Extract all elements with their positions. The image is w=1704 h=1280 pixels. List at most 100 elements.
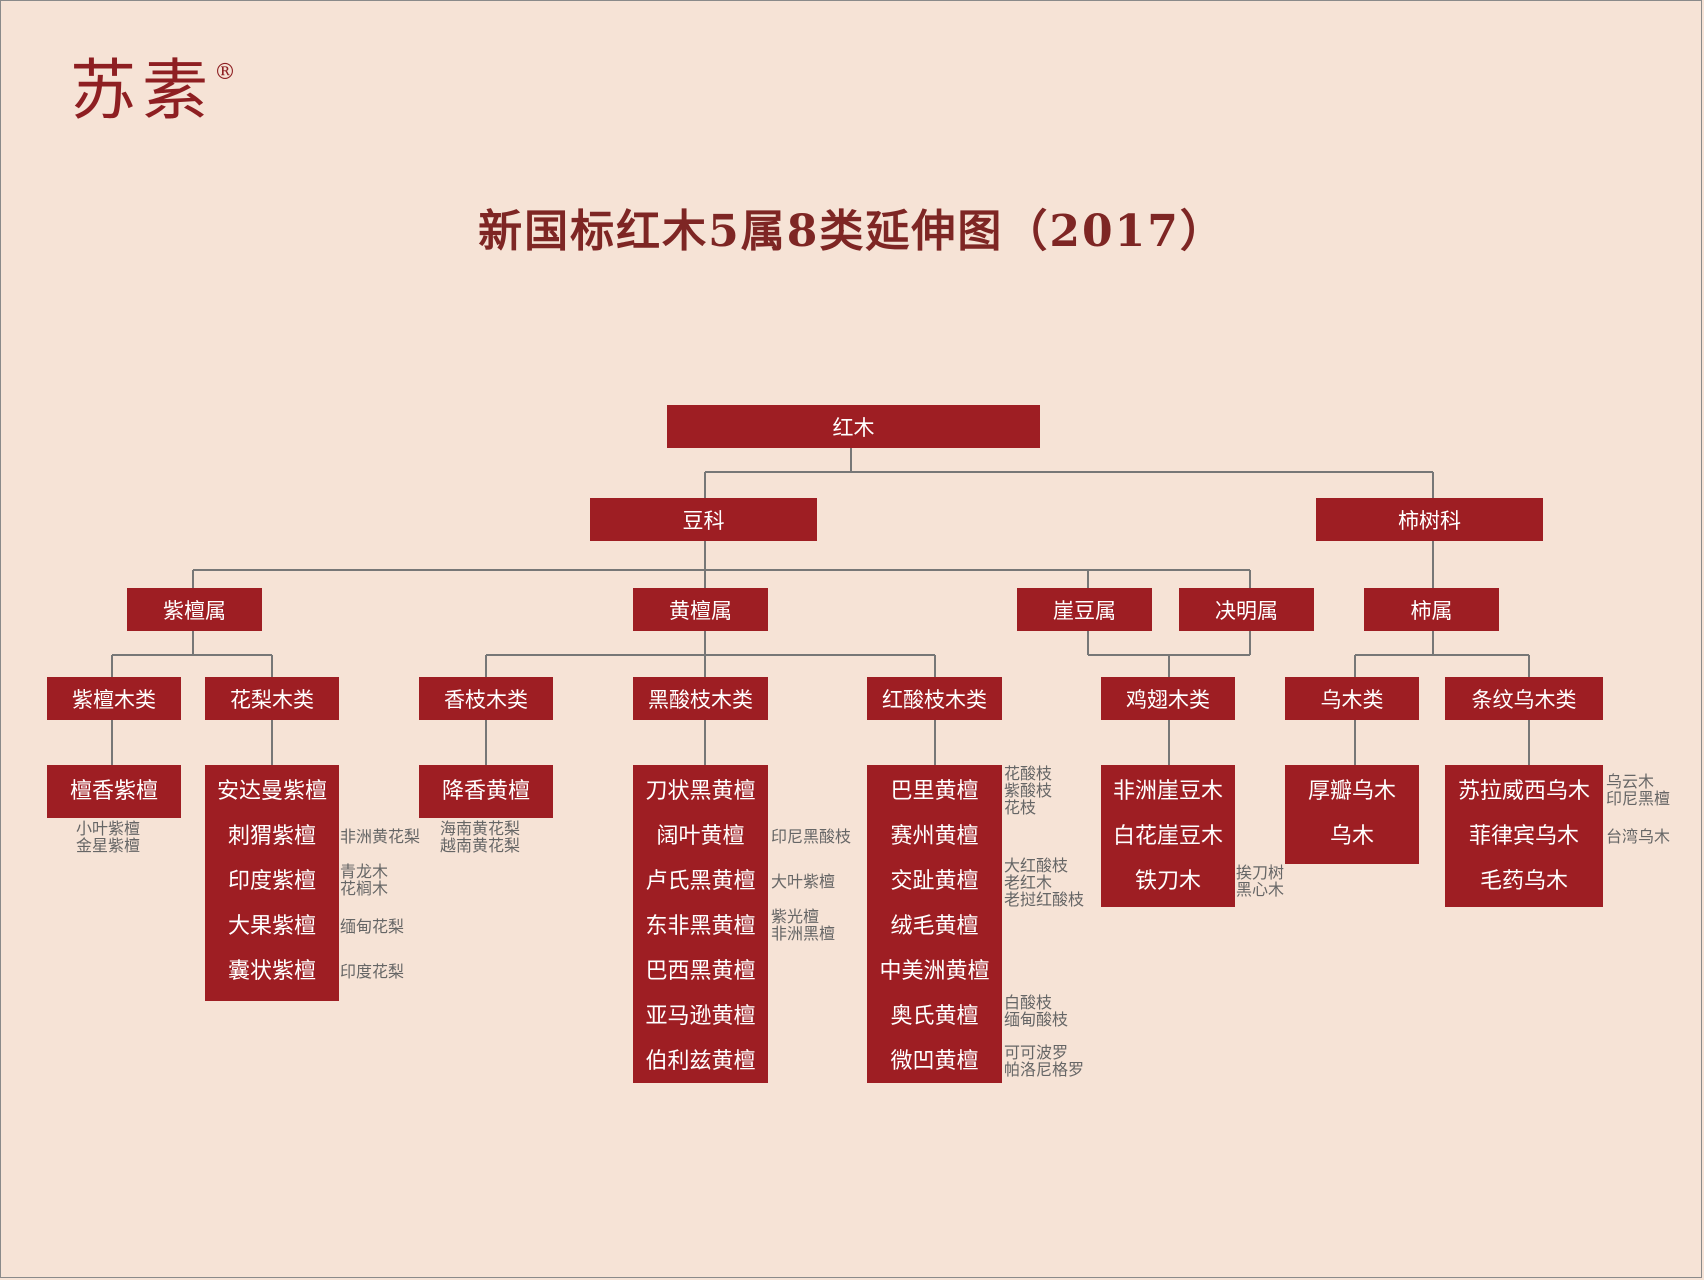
note-line: 乌云木: [1606, 772, 1655, 791]
species-item: 毛药乌木: [1479, 869, 1568, 894]
note-line: 越南黄花梨: [440, 836, 521, 855]
note-line: 印度花梨: [340, 962, 405, 981]
note-line: 海南黄花梨: [440, 819, 521, 838]
species-item: 乌木: [1329, 824, 1374, 849]
species-item: 赛州黄檀: [890, 824, 979, 849]
node-genus-yadou: 崖豆属: [1017, 588, 1152, 631]
species-item: 降香黄檀: [441, 779, 530, 804]
species-item: 檀香紫檀: [69, 779, 158, 804]
species-item: 菲律宾乌木: [1468, 824, 1579, 849]
note-sulawei: 乌云木 印尼黑檀: [1606, 773, 1670, 807]
note-line: 挨刀树: [1236, 863, 1285, 882]
note-line: 缅甸酸枝: [1004, 1010, 1069, 1029]
note-line: 非洲黄花梨: [340, 827, 421, 846]
brand-logo: 苏素®: [70, 52, 236, 129]
species-item: 白花崖豆木: [1112, 824, 1223, 849]
note-line: 花枝: [1004, 798, 1037, 817]
note-dongfei: 紫光檀 非洲黑檀: [771, 908, 835, 942]
note-line: 可可波罗: [1004, 1043, 1069, 1062]
node-class-tiaowenwumu: 条纹乌木类: [1445, 677, 1603, 720]
species-item: 大果紫檀: [227, 914, 316, 939]
species-item: 印度紫檀: [227, 869, 316, 894]
species-item: 交趾黄檀: [890, 869, 979, 894]
note-line: 大红酸枝: [1004, 856, 1069, 875]
species-item: 安达曼紫檀: [216, 779, 327, 804]
node-family-douke: 豆科: [590, 498, 817, 541]
species-item: 巴里黄檀: [890, 779, 979, 804]
species-list-wumu: 厚瓣乌木 乌木: [1285, 765, 1419, 864]
note-line: 花榈木: [340, 879, 389, 898]
note-line: 紫光檀: [771, 907, 820, 926]
species-list-tiaowen: 苏拉威西乌木 菲律宾乌木 毛药乌木: [1445, 765, 1603, 907]
node-class-wumu: 乌木类: [1285, 677, 1419, 720]
note-kuoye: 印尼黑酸枝: [771, 828, 851, 845]
node-class-jichimu: 鸡翅木类: [1101, 677, 1235, 720]
species-list-hongsuanzhi: 巴里黄檀 赛州黄檀 交趾黄檀 绒毛黄檀 中美洲黄檀 奥氏黄檀 微凹黄檀: [867, 765, 1002, 1083]
species-item: 卢氏黑黄檀: [645, 869, 756, 894]
species-list-xiangzhi: 降香黄檀: [419, 765, 553, 818]
note-yindu: 青龙木 花榈木: [340, 863, 388, 897]
node-class-heisuanzhimu: 黑酸枝木类: [633, 677, 768, 720]
note-line: 帕洛尼格罗: [1004, 1060, 1085, 1079]
species-item: 厚瓣乌木: [1307, 779, 1396, 804]
species-item: 阔叶黄檀: [656, 824, 745, 849]
species-item: 伯利兹黄檀: [645, 1049, 756, 1074]
note-line: 青龙木: [340, 862, 389, 881]
species-list-jichi: 非洲崖豆木 白花崖豆木 铁刀木: [1101, 765, 1235, 907]
note-bali: 花酸枝 紫酸枝 花枝: [1004, 765, 1052, 816]
species-item: 中美洲黄檀: [879, 959, 990, 984]
species-item: 东非黑黄檀: [645, 914, 756, 939]
note-line: 老红木: [1004, 873, 1053, 892]
species-item: 刀状黑黄檀: [645, 779, 756, 804]
note-xiangzhi: 海南黄花梨 越南黄花梨: [440, 820, 520, 854]
node-root-hongmu: 红木: [667, 405, 1040, 448]
node-genus-jueming: 决明属: [1179, 588, 1314, 631]
note-line: 黑心木: [1236, 880, 1285, 899]
note-line: 大叶紫檀: [771, 872, 836, 891]
note-aoshi: 白酸枝 缅甸酸枝: [1004, 994, 1068, 1028]
note-weiao: 可可波罗 帕洛尼格罗: [1004, 1044, 1084, 1078]
species-item: 苏拉威西乌木: [1457, 779, 1590, 804]
node-genus-huangtan: 黄檀属: [633, 588, 768, 631]
note-ciwei: 非洲黄花梨: [340, 828, 420, 845]
note-jiaozhi: 大红酸枝 老红木 老挝红酸枝: [1004, 857, 1084, 908]
species-item: 非洲崖豆木: [1112, 779, 1223, 804]
note-line: 缅甸花梨: [340, 917, 405, 936]
note-line: 花酸枝: [1004, 764, 1053, 783]
species-item: 绒毛黄檀: [890, 914, 979, 939]
note-feilvbin: 台湾乌木: [1606, 828, 1670, 845]
node-class-zitanmu: 紫檀木类: [47, 677, 181, 720]
note-line: 印尼黑檀: [1606, 789, 1671, 808]
note-line: 印尼黑酸枝: [771, 827, 852, 846]
species-item: 巴西黑黄檀: [645, 959, 756, 984]
note-line: 白酸枝: [1004, 993, 1053, 1012]
node-genus-zitan: 紫檀属: [127, 588, 262, 631]
species-list-zitan: 檀香紫檀: [47, 765, 181, 818]
node-class-hongsuanzhimu: 红酸枝木类: [867, 677, 1002, 720]
note-line: 小叶紫檀: [76, 819, 141, 838]
note-line: 非洲黑檀: [771, 924, 836, 943]
species-item: 亚马逊黄檀: [645, 1004, 756, 1029]
note-lushi: 大叶紫檀: [771, 873, 835, 890]
registered-mark: ®: [214, 60, 236, 85]
species-item: 铁刀木: [1134, 869, 1201, 894]
species-item: 囊状紫檀: [227, 959, 316, 984]
species-item: 刺猬紫檀: [227, 824, 316, 849]
node-family-shishuke: 柿树科: [1316, 498, 1543, 541]
note-line: 金星紫檀: [76, 836, 141, 855]
species-item: 微凹黄檀: [890, 1049, 979, 1074]
node-class-hualimu: 花梨木类: [205, 677, 339, 720]
note-zitan: 小叶紫檀 金星紫檀: [76, 820, 140, 854]
note-line: 老挝红酸枝: [1004, 890, 1085, 909]
species-list-huali: 安达曼紫檀 刺猬紫檀 印度紫檀 大果紫檀 囊状紫檀: [205, 765, 339, 1001]
note-line: 台湾乌木: [1606, 827, 1671, 846]
node-genus-shi: 柿属: [1364, 588, 1499, 631]
species-list-heisuanzhi: 刀状黑黄檀 阔叶黄檀 卢氏黑黄檀 东非黑黄檀 巴西黑黄檀 亚马逊黄檀 伯利兹黄檀: [633, 765, 768, 1083]
note-nangzhuang: 印度花梨: [340, 963, 404, 980]
node-class-xiangzhimu: 香枝木类: [419, 677, 553, 720]
note-daguo: 缅甸花梨: [340, 918, 404, 935]
note-tiedao: 挨刀树 黑心木: [1236, 864, 1284, 898]
note-line: 紫酸枝: [1004, 781, 1053, 800]
